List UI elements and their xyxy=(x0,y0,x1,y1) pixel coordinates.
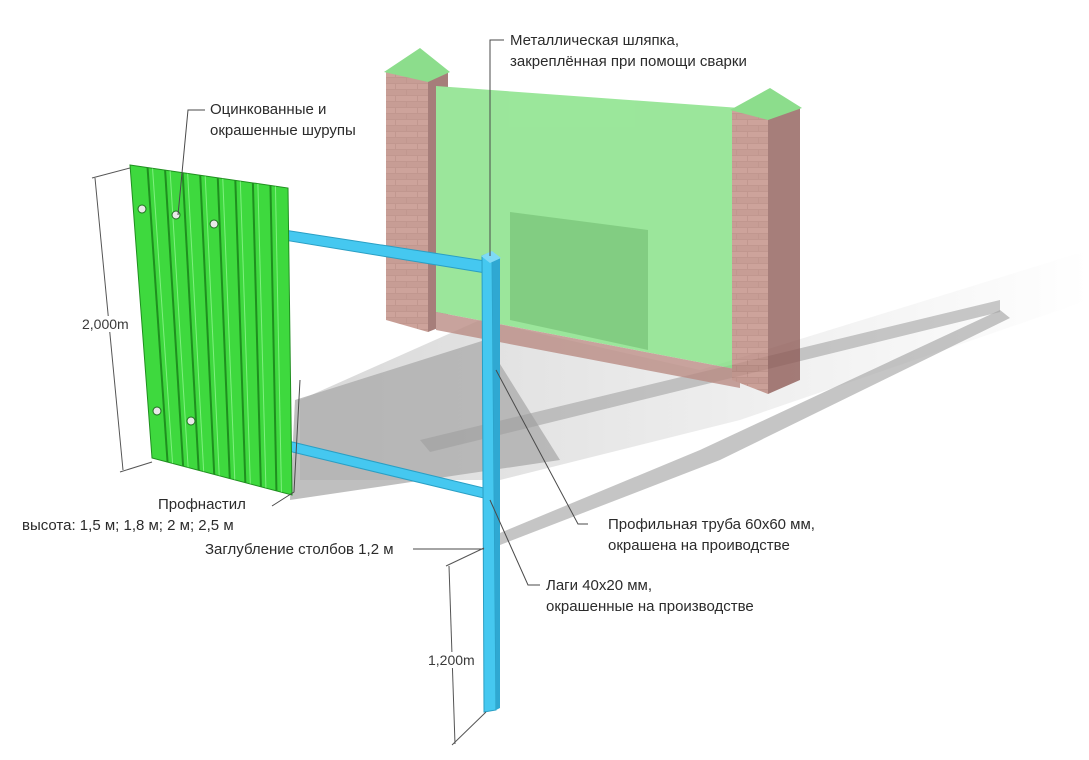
sheet-rib xyxy=(251,182,262,487)
cap-label-line-2: закреплённая при помощи сварки xyxy=(510,53,747,70)
sheet-rib xyxy=(269,185,278,491)
sheet-rib-highlight xyxy=(204,176,220,476)
sheet-rib-highlight xyxy=(169,171,189,468)
rails-label-line-1: Лаги 40х20 мм, xyxy=(546,577,653,594)
sheet-title-label: Профнастил xyxy=(158,496,246,513)
sheet-height-dimension: 2,000m xyxy=(80,316,131,332)
screws-label-line-2: окрашенные шурупы xyxy=(210,122,356,139)
sheet-rib xyxy=(199,175,216,475)
cap-label-line-1: Металлическая шляпка, xyxy=(510,32,680,49)
corrugated-sheet xyxy=(129,164,293,496)
sheet-rib xyxy=(146,167,169,463)
brick-fence-background xyxy=(384,48,802,394)
sheet-rib-highlight xyxy=(274,186,282,492)
post-cap xyxy=(481,251,501,263)
post-depth-label: Заглубление столбов 1,2 м xyxy=(205,541,394,558)
sheet-rib xyxy=(216,177,231,479)
sheet-rib-highlight xyxy=(239,181,251,484)
screws-label-line-1: Оцинкованные и xyxy=(210,101,327,118)
pipe-label-line-1: Профильная труба 60х60 мм, xyxy=(608,516,815,533)
right-brick-pillar xyxy=(730,88,802,394)
profile-pipe-post xyxy=(481,251,501,713)
screws-label: Оцинкованные и окрашенные шурупы xyxy=(210,99,356,141)
background-fence-panel xyxy=(436,86,740,388)
rails-label: Лаги 40х20 мм, окрашенные на производств… xyxy=(546,575,754,617)
sheet-rib-highlight xyxy=(222,178,236,480)
cap-label: Металлическая шляпка, закреплённая при п… xyxy=(510,30,747,72)
sheet-screws xyxy=(137,204,219,426)
sheet-ribs xyxy=(146,167,282,492)
sheet-rib xyxy=(164,170,185,467)
sheet-rib xyxy=(181,172,200,471)
dimension-post-depth xyxy=(445,547,487,746)
left-pillar-cap xyxy=(384,48,450,82)
sheet-heights-label: высота: 1,5 м; 1,8 м; 2 м; 2,5 м xyxy=(22,517,234,534)
right-pillar-cap xyxy=(730,88,802,120)
sheet-rib-highlight xyxy=(152,168,174,464)
rails-label-line-2: окрашенные на производстве xyxy=(546,598,754,615)
pipe-label-line-2: окрашена на проиводстве xyxy=(608,537,790,554)
sheet-rib xyxy=(234,180,247,483)
post-depth-dimension: 1,200m xyxy=(426,652,477,668)
sheet-rib-highlight xyxy=(257,183,267,488)
leader-lines xyxy=(177,39,588,586)
pipe-label: Профильная труба 60х60 мм, окрашена на п… xyxy=(608,514,815,556)
sheet-rib-highlight xyxy=(187,173,205,472)
